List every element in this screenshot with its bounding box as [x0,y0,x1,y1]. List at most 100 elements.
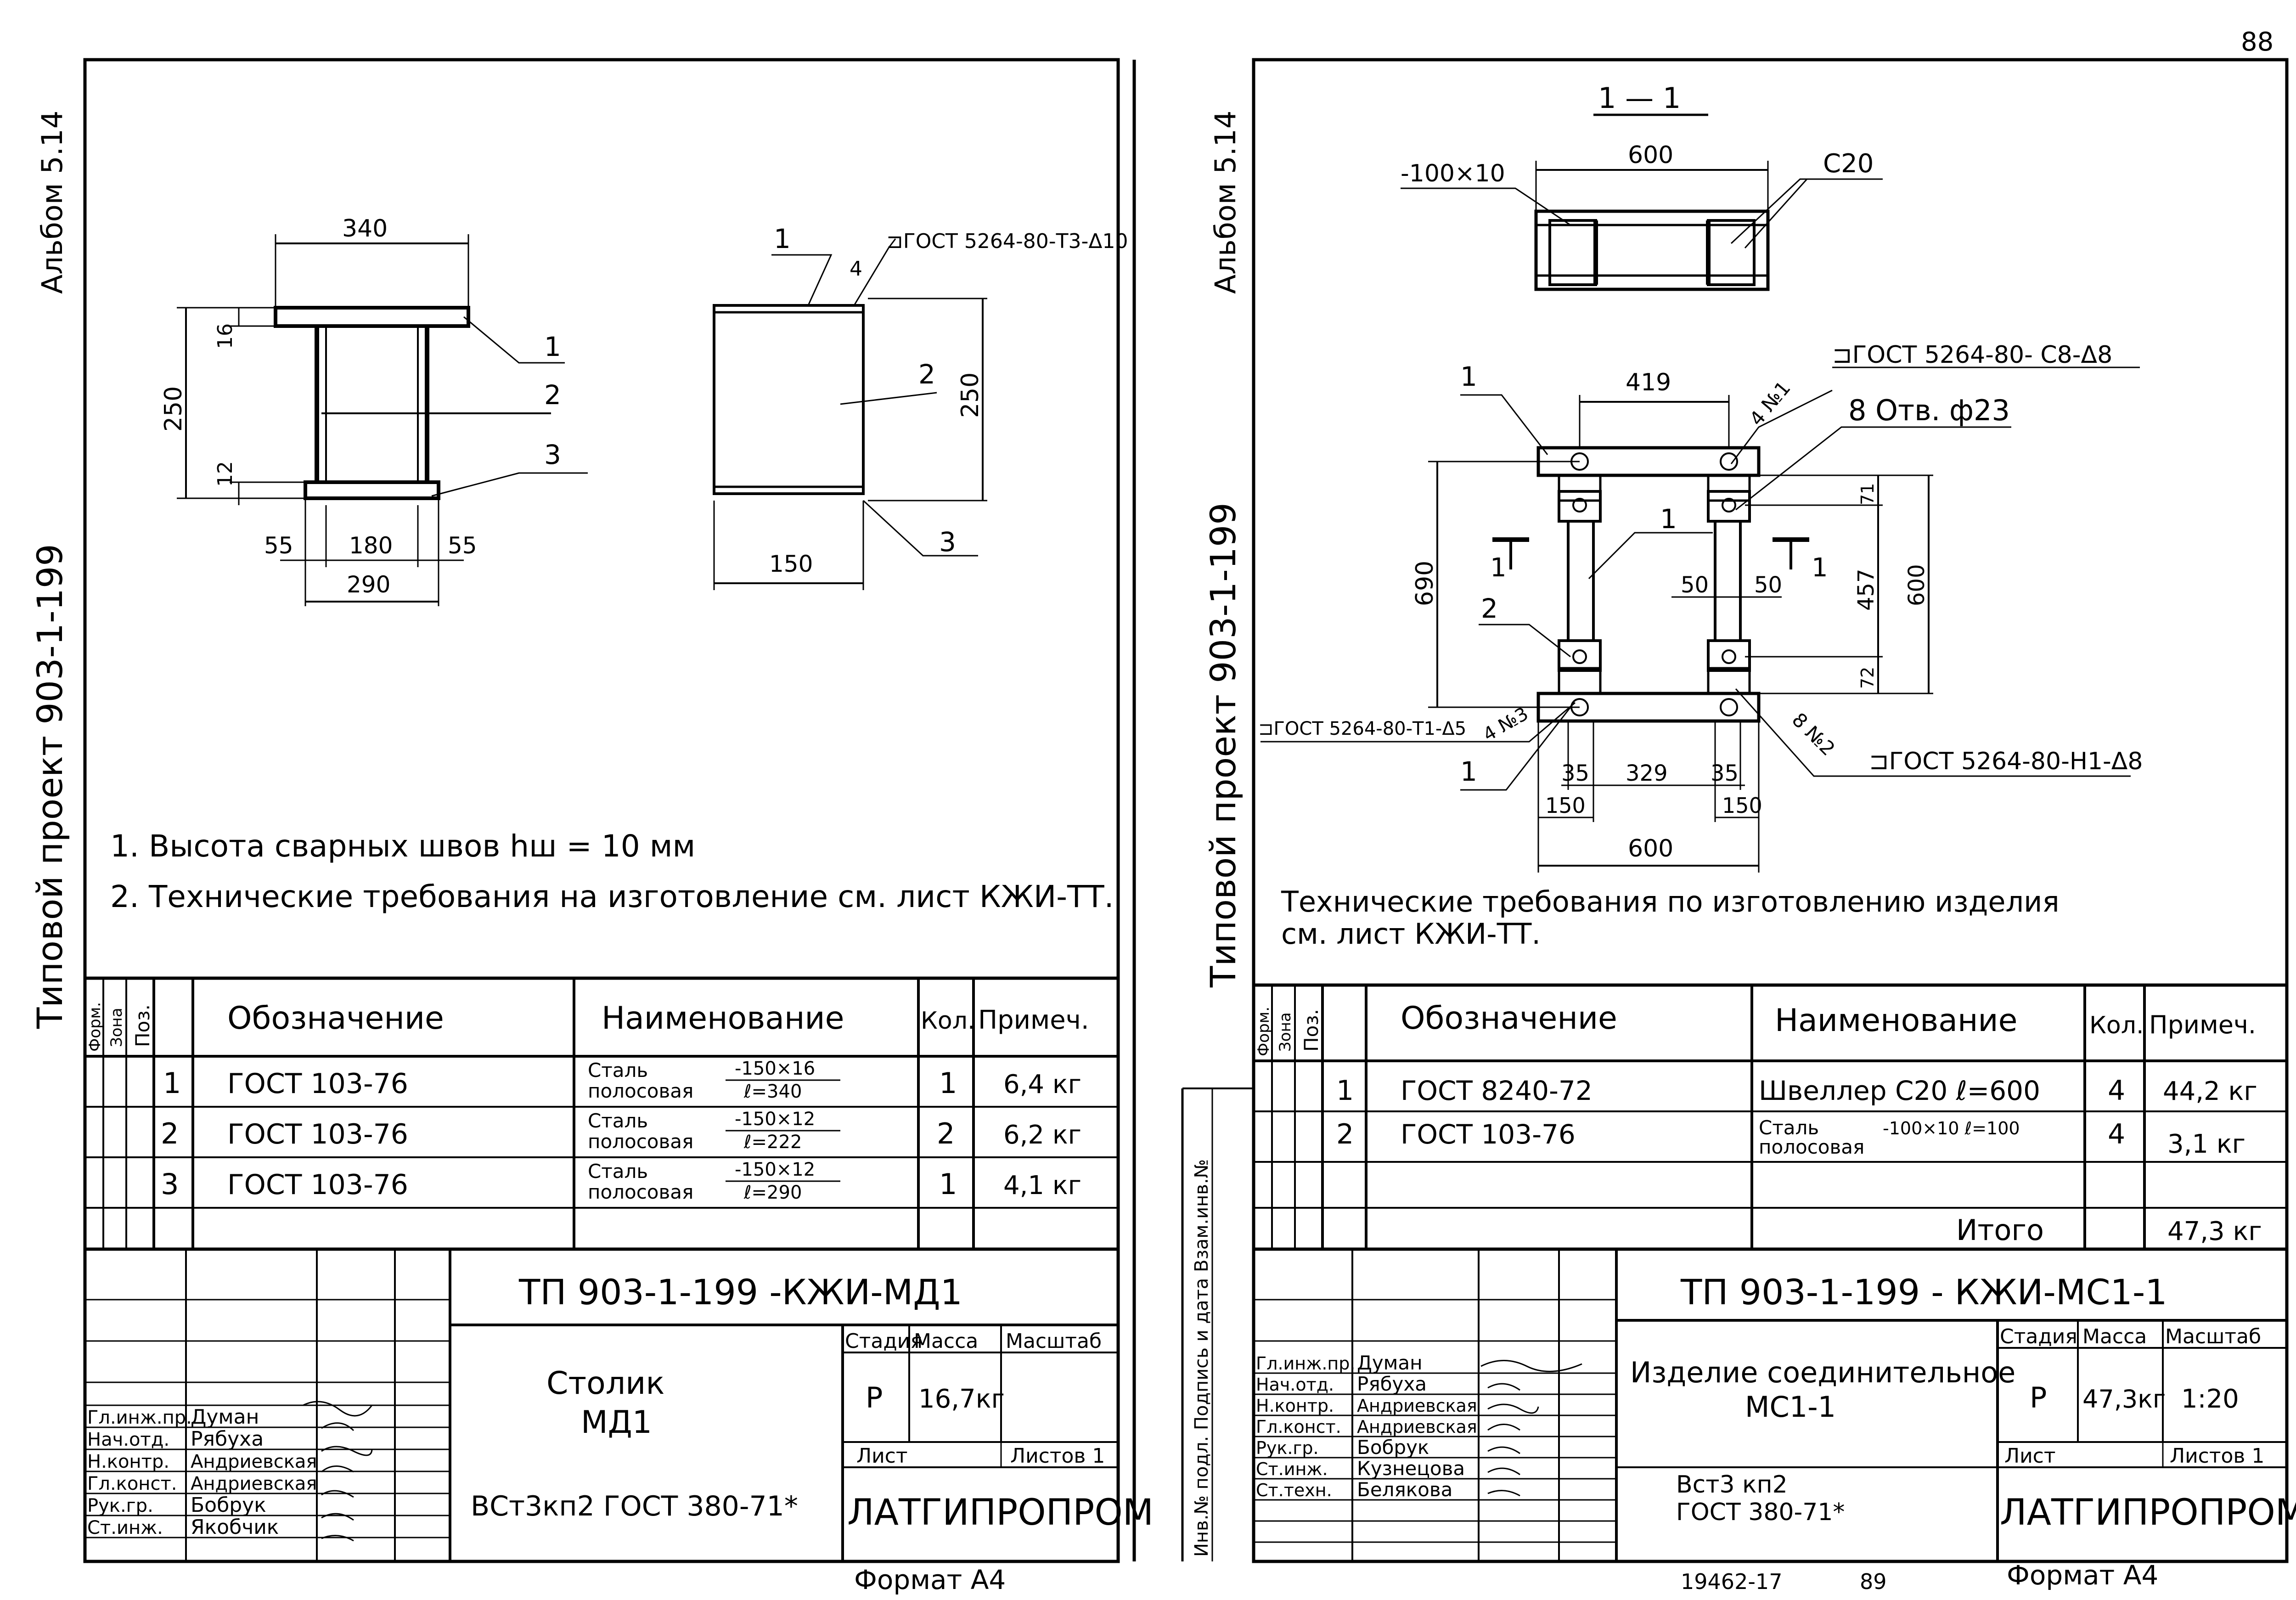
front-callout-3: 3 [544,439,561,470]
dim-600-vert: 600 [1904,564,1930,606]
right-person-name-5: Бобрук [1357,1436,1429,1459]
front-callout-2: 2 [544,379,561,411]
left-note-2: 2. Технические требования на изготовлени… [110,879,1114,914]
left-person-role-2: Нач.отд. [87,1429,169,1450]
right-hdr-pos: Поз. [1300,1009,1322,1052]
dim-55-left: 55 [264,532,293,559]
left-row2-note: 6,2 кг [1003,1120,1081,1150]
dim-16: 16 [214,323,237,349]
left-spine-project: Типовой проект 903-1-199 [29,544,70,1029]
left-person-role-4: Гл.конст. [87,1473,177,1494]
right-sheet: Альбом 5.14 Типовой проект 903-1-199 Инв… [1181,58,2296,1594]
weld2-count: 4 №3 [1480,703,1532,745]
right-row1-name1: Швеллер С20 ℓ=600 [1759,1075,2040,1106]
right-front-view: 419 690 71 457 72 600 50 50 1 [1258,341,2143,873]
left-person-name-5: Бобрук [191,1493,266,1517]
left-person-name-4: Андриевская [191,1473,317,1494]
right-tb-sheet-label: Лист [2004,1444,2056,1468]
dim-35-a: 35 [1561,761,1589,786]
right-row1-note: 44,2 кг [2163,1076,2257,1106]
right-row2-pos: 2 [1336,1118,1354,1150]
dim-290: 290 [347,571,390,598]
sec-channel: С20 [1823,149,1874,179]
left-row2-pos: 2 [161,1117,179,1150]
right-spine-album: Альбом 5.14 [1209,111,1242,294]
left-row3-designation: ГОСТ 103-76 [227,1169,408,1201]
dim-690: 690 [1411,561,1439,606]
left-row2-size2: ℓ=222 [743,1132,802,1153]
weld1-spec: ⊐ГОСТ 5264-80- С8-Δ8 [1832,341,2112,369]
right-tb-name: Изделие соединительное [1630,1356,2015,1389]
left-row3-size1: -150×12 [735,1159,815,1180]
dim-12: 12 [214,461,237,487]
right-person-name-4: Андриевская [1357,1417,1477,1437]
right-person-role-6: Ст.инж. [1256,1459,1328,1479]
right-tb-scale: 1:20 [2181,1384,2239,1414]
dim-50-b: 50 [1754,572,1782,598]
left-hdr-note: Примеч. [978,1005,1089,1035]
dim-250-side: 250 [957,372,984,418]
left-hdr-qty: Кол. [921,1007,975,1035]
right-hdr-zone: Зона [1276,1012,1294,1052]
dim-150-b: 150 [1722,793,1762,818]
right-total: 47,3 кг [2167,1217,2262,1246]
weld2-spec: ⊐ГОСТ 5264-80-Т1-Δ5 [1258,718,1466,739]
dim-150-a: 150 [1545,793,1586,818]
right-person-name-2: Рябуха [1357,1373,1427,1395]
right-callout-1a: 1 [1460,361,1477,392]
right-person-role-3: Н.контр. [1256,1396,1334,1416]
left-person-name-6: Якобчик [191,1515,279,1539]
left-row3-note: 4,1 кг [1003,1171,1081,1200]
left-row2-qty: 2 [937,1117,955,1150]
dim-50-a: 50 [1681,572,1709,598]
right-row2-designation: ГОСТ 103-76 [1401,1119,1576,1150]
left-row3-size2: ℓ=290 [743,1182,802,1203]
right-tb-mass: 47,3кг [2082,1385,2166,1414]
right-spec-table: Форм. Зона Поз. Обозначение Наименование… [1254,983,2287,1249]
left-hdr-pos: Поз. [131,1004,154,1047]
left-row1-name2: полосовая [588,1080,693,1102]
side-callout-2: 2 [918,359,935,390]
right-tb-scale-label: Масштаб [2165,1325,2261,1348]
right-callout-1b: 1 [1660,503,1677,535]
left-row1-qty: 1 [939,1066,957,1100]
left-tb-sheet-label: Лист [856,1444,908,1468]
left-side-view: 250 150 1 4 ⊐ГОСТ 5264-80-Т3-Δ10 2 3 [713,223,1128,590]
front-callout-1: 1 [544,331,561,362]
sec-plate: -100×10 [1401,160,1505,187]
left-person-name-1: Думан [191,1405,259,1429]
right-person-role-7: Ст.техн. [1256,1480,1332,1500]
right-signatures [1480,1360,1582,1497]
left-hdr-name: Наименование [602,1000,844,1037]
right-row2-size1: -100×10 ℓ=100 [1883,1118,2020,1138]
dim-457: 457 [1853,569,1879,611]
left-row3-qty: 1 [939,1167,957,1201]
left-tb-scale-label: Масштаб [1006,1330,1102,1353]
left-row2-size1: -150×12 [735,1109,815,1130]
dim-250-front: 250 [160,386,187,432]
right-format: Формат А4 [2007,1560,2158,1591]
left-hdr-form: Форм. [86,1002,104,1052]
left-hdr-zone: Зона [107,1008,126,1047]
left-tb-stage: Р [866,1381,883,1414]
right-callout-1c: 1 [1460,756,1477,787]
left-row2-name1: Сталь [588,1110,648,1132]
dim-55-right: 55 [448,532,477,559]
left-person-name-2: Рябуха [191,1427,264,1451]
dim-71: 71 [1857,483,1878,505]
right-hdr-designation: Обозначение [1401,1000,1617,1037]
bottom-page: 89 [1860,1569,1887,1594]
page-number: 88 [2241,27,2273,57]
left-spine-album: Альбом 5.14 [35,111,69,294]
left-person-role-3: Н.контр. [87,1451,169,1472]
right-title-block: ТП 903-1-199 - КЖИ-МС1-1 Изделие соедини… [1254,1247,2296,1561]
right-row2-note: 3,1 кг [2167,1129,2245,1159]
left-tb-sheets-label: Листов 1 [1010,1444,1105,1468]
right-callout-2: 2 [1481,593,1498,624]
right-tb-code: ТП 903-1-199 - КЖИ-МС1-1 [1680,1272,2167,1313]
dim-150-side: 150 [769,551,813,577]
right-tb-name2: МС1-1 [1745,1390,1836,1424]
right-person-name-3: Андриевская [1357,1396,1477,1416]
left-hdr-designation: Обозначение [227,1000,444,1037]
